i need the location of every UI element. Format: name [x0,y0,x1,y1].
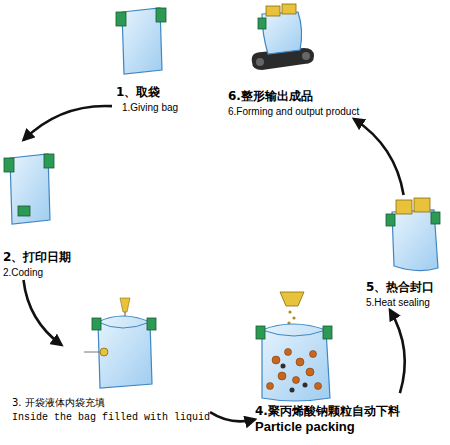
flow-arrow [390,310,405,393]
flow-arrow [210,412,255,421]
flow-arrow [24,106,112,140]
step-title-en: Particle packing [255,419,400,434]
step-title-zh: 3. 开袋液体内袋充填 [12,395,210,410]
step-title-en: 2.Coding [3,265,71,280]
conveyor-output [252,4,314,70]
step-title-zh: 4.聚丙烯酸钠颗粒自动下料 [255,404,400,419]
step-title-zh: 6.整形输出成品 [228,89,359,104]
bag-particles [256,292,332,401]
step-node: 3. 开袋液体内袋充填Inside the bag filled with li… [12,345,210,425]
bag-coding [4,154,54,224]
step-title-zh: 2、打印日期 [3,250,71,265]
step-node: 4.聚丙烯酸钠颗粒自动下料Particle packing [255,288,400,434]
step-node: 5、热合封口5.Heat sealing [366,195,434,310]
bag-sealing [386,198,440,271]
step-title-en: 5.Heat sealing [366,295,434,310]
step-title-zh: 5、热合封口 [366,280,434,295]
bag-filling [84,298,156,388]
step-node: 6.整形输出成品6.Forming and output product [228,3,359,119]
flow-arrow [24,280,62,345]
step-title-en: Inside the bag filled with liquid [12,410,210,425]
step-node: 2、打印日期2.Coding [3,140,71,280]
step-title-en: 6.Forming and output product [228,104,359,119]
step-title-en: 1.Giving bag [112,100,178,115]
step-node: 1、取袋1.Giving bag [112,4,178,115]
step-title-zh: 1、取袋 [112,85,178,100]
bag-giving [116,8,166,74]
flow-arrow [354,119,404,195]
